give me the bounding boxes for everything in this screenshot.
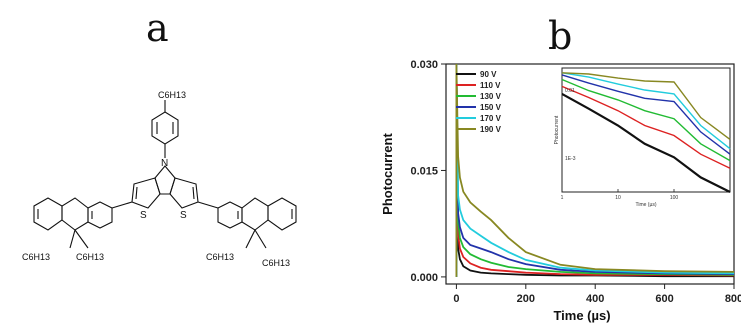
x-tick-label-4: 800 <box>725 293 741 305</box>
legend-label-3: 150 V <box>480 103 502 112</box>
fluorene-left-ring3 <box>33 197 63 231</box>
y-axis-title: Photocurrent <box>380 133 395 215</box>
main-plot-frame <box>445 63 735 285</box>
main-series-group <box>455 63 735 278</box>
inset-x-axis-title: Time (µs) <box>635 202 656 208</box>
inset-series-line-4 <box>561 72 731 150</box>
inset-plot-frame <box>561 67 731 193</box>
x-tick-label-0: 0 <box>453 293 459 305</box>
molecule-right-sub-1: C6H13 <box>206 252 234 262</box>
inset-y-tick-label-1: 1E-3 <box>565 156 576 162</box>
y-tick-label-2: 0.030 <box>410 59 438 71</box>
inset-series-line-3 <box>561 74 731 155</box>
fluorene-right-ring3 <box>267 197 297 231</box>
inset-y-axis-title: Photocurrent <box>554 115 560 144</box>
x-tick-label-1: 200 <box>517 293 535 305</box>
molecule-left-sub-2: C6H13 <box>76 252 104 262</box>
inset-series-line-5 <box>561 72 731 140</box>
inset-series-line-2 <box>561 78 731 162</box>
molecule-sulfur-left: S <box>140 210 147 221</box>
x-axis-title: Time (µs) <box>553 308 610 323</box>
x-tick-label-3: 600 <box>655 293 673 305</box>
panel-label-a: a <box>146 6 169 50</box>
inset-y-tick-label-0: 0.01 <box>565 88 575 94</box>
series-line-5 <box>455 63 735 277</box>
inset-series-line-1 <box>561 85 731 169</box>
series-line-4 <box>455 63 735 277</box>
inset-series-line-0 <box>561 92 731 193</box>
y-tick-label-0: 0.000 <box>410 272 438 284</box>
legend-label-0: 90 V <box>480 70 497 79</box>
legend-label-2: 130 V <box>480 92 502 101</box>
inset-series-group <box>561 72 731 193</box>
y-tick-label-1: 0.015 <box>410 165 438 177</box>
molecule-nitrogen: N <box>161 158 168 169</box>
molecule-right-sub-2: C6H13 <box>262 258 290 268</box>
inset-x-tick-label-0: 1 <box>561 195 564 201</box>
legend-label-5: 190 V <box>480 125 502 134</box>
x-tick-label-2: 400 <box>586 293 604 305</box>
legend-label-4: 170 V <box>480 114 502 123</box>
thiophene-left <box>131 177 161 209</box>
pyrrole-ring <box>154 165 176 195</box>
molecule-sulfur-right: S <box>180 210 187 221</box>
inset-x-tick-label-2: 100 <box>670 195 679 201</box>
series-line-2 <box>455 63 735 277</box>
molecule-top-substituent: C6H13 <box>158 90 186 100</box>
series-line-1 <box>455 63 735 277</box>
inset-x-tick-label-1: 10 <box>615 195 621 201</box>
legend-label-1: 110 V <box>480 81 501 90</box>
series-line-3 <box>455 63 735 277</box>
molecule-left-sub-1: C6H13 <box>22 252 50 262</box>
molecule-structure: C6H13 N S S C6H13 C6H13 C6H13 C6H13 <box>22 90 297 268</box>
panel-label-b: b <box>548 14 573 58</box>
legend: 90 V 110 V 130 V 150 V 170 V 190 V <box>456 70 502 134</box>
thiophene-right <box>169 177 199 209</box>
